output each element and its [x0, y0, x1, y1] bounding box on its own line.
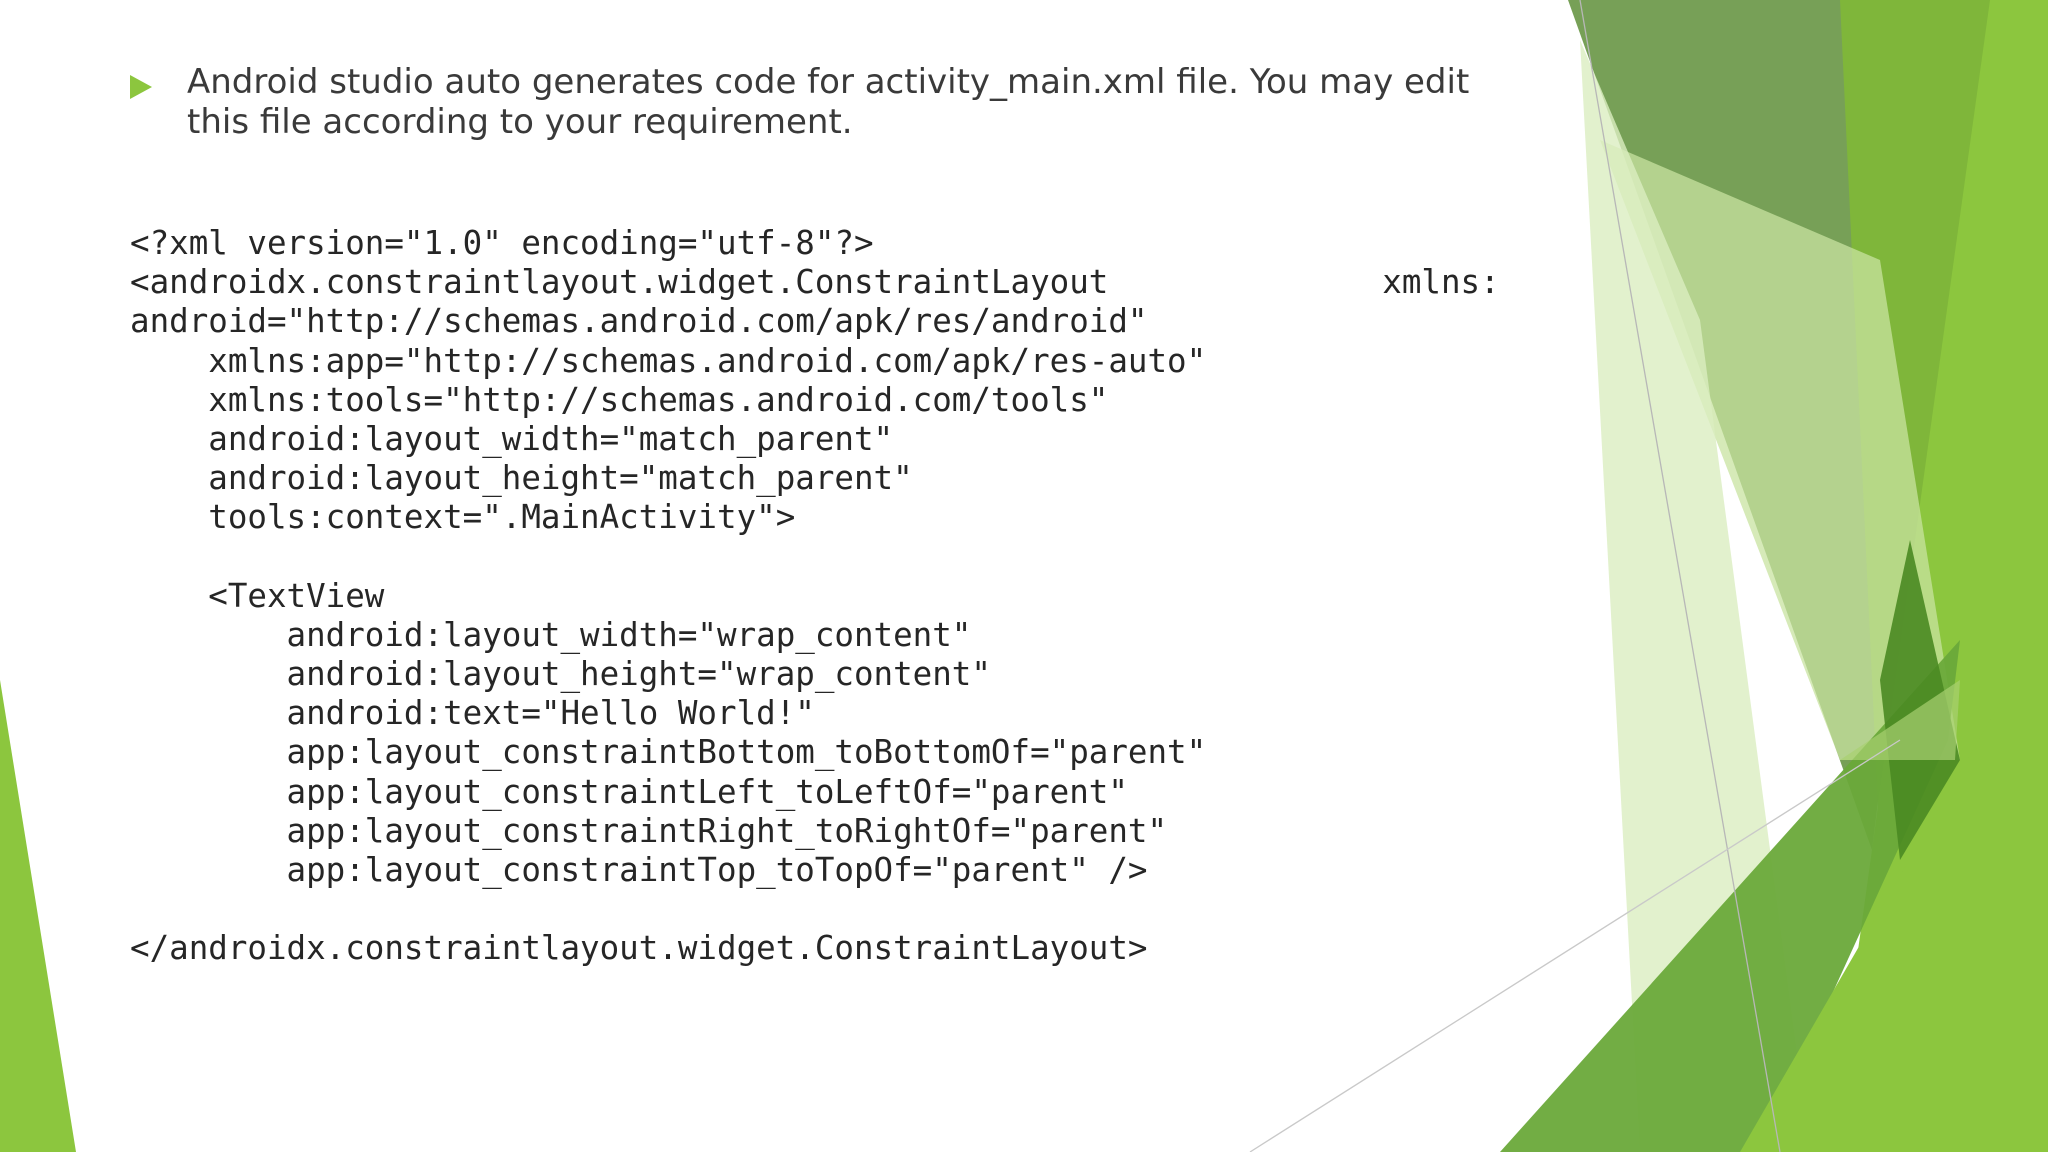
code-line: app:layout_constraintLeft_toLeftOf="pare…	[130, 772, 1128, 811]
code-line: android:layout_width="wrap_content"	[130, 615, 972, 654]
code-line: </androidx.constraintlayout.widget.Const…	[130, 929, 1148, 968]
code-line: android="http://schemas.android.com/apk/…	[130, 302, 1148, 341]
code-line: android:layout_height="match_parent"	[130, 459, 913, 498]
code-line: xmlns:app="http://schemas.android.com/ap…	[130, 341, 1207, 380]
code-line: <TextView	[130, 576, 385, 615]
right-facet-deep	[1880, 540, 1960, 860]
code-line	[130, 538, 1500, 577]
right-facet-soft-overlay	[1840, 680, 1960, 760]
code-line: tools:context=".MainActivity">	[130, 498, 796, 537]
code-line	[130, 890, 1500, 929]
thin-line-1	[1579, 0, 1781, 1152]
code-line: xmlns:tools="http://schemas.android.com/…	[130, 380, 1109, 419]
code-line: android:layout_height="wrap_content"	[130, 655, 991, 694]
thin-line-2	[1249, 739, 1901, 1152]
code-line: app:layout_constraintBottom_toBottomOf="…	[130, 733, 1207, 772]
code-line: app:layout_constraintRight_toRightOf="pa…	[130, 811, 1168, 850]
right-facet-bright-low	[1740, 620, 2048, 1152]
code-line: android:layout_width="match_parent"	[130, 419, 894, 458]
code-line: <?xml version="1.0" encoding="utf-8"?>	[130, 224, 874, 262]
bullet-text: Android studio auto generates code for a…	[187, 62, 1470, 142]
left-green-facet	[0, 680, 76, 1152]
right-facet-light-wedge	[1600, 140, 1960, 760]
xml-code-block: <?xml version="1.0" encoding="utf-8"?><a…	[130, 224, 1500, 969]
code-line: <androidx.constraintlayout.widget.Constr…	[130, 263, 1500, 302]
code-line: android:text="Hello World!"	[130, 694, 815, 733]
triangle-right-bullet-icon	[130, 75, 152, 99]
right-facet-green-mid-low	[1500, 640, 1960, 1152]
code-line: app:layout_constraintTop_toTopOf="parent…	[130, 851, 1148, 889]
